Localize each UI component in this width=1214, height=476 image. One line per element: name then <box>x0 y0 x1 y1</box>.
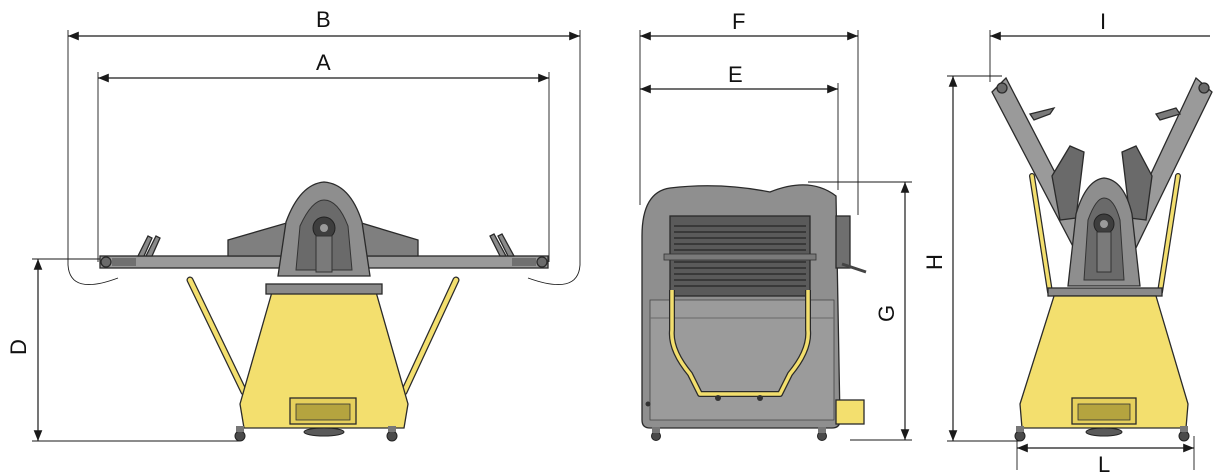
side-roller-grille <box>674 225 806 287</box>
dimension-b: B <box>67 7 581 265</box>
dimension-label-g: G <box>874 305 899 322</box>
side-view: F E G <box>639 9 912 441</box>
dimension-label-l: L <box>1098 452 1110 476</box>
dimension-label-a: A <box>316 50 331 75</box>
dimension-a: A <box>97 50 550 262</box>
dimension-label-f: F <box>732 9 745 34</box>
dimension-label-d: D <box>6 339 31 355</box>
side-pedal-box <box>835 399 865 425</box>
dimension-f: F <box>639 9 859 215</box>
dimension-g: G <box>808 181 912 441</box>
side-casters <box>651 427 827 441</box>
front-casters <box>234 426 398 442</box>
dimension-label-e: E <box>728 62 743 87</box>
dimension-h: H <box>922 75 1020 442</box>
folded-casters <box>1014 426 1190 442</box>
dimension-label-b: B <box>316 7 331 32</box>
folded-wing-left <box>1051 145 1085 221</box>
folded-view: I H L <box>922 9 1213 476</box>
dimension-label-i: I <box>1100 9 1106 34</box>
dimension-label-h: H <box>922 254 947 270</box>
folded-wing-right <box>1121 145 1153 221</box>
dimension-i: I <box>989 9 1210 82</box>
front-view: B A D <box>6 7 581 442</box>
dimension-e: E <box>640 62 839 190</box>
dimension-l: L <box>1016 436 1195 476</box>
dimension-d: D <box>6 258 240 442</box>
